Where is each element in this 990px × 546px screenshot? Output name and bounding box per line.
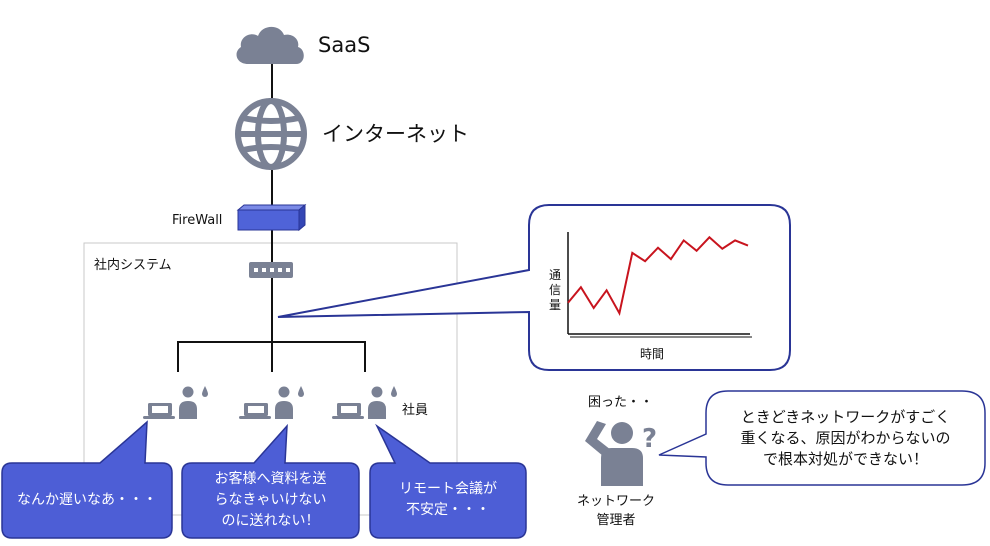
internet-label: インターネット <box>322 122 469 146</box>
switch-icon <box>249 262 293 278</box>
chart-y-label: 通信量 <box>548 268 561 312</box>
speech-bubble-2-text: お客様へ資料を送 らなきゃいけない のに送れない！ <box>214 470 327 529</box>
chart-x-label: 時間 <box>640 347 665 361</box>
admin-name: ネットワーク 管理者 <box>576 494 655 528</box>
admin-caption: 困った・・ <box>588 395 654 410</box>
employee-tree <box>177 341 366 372</box>
speech-bubble-2 <box>181 423 360 539</box>
employee-icon <box>332 386 397 419</box>
chart-series-line <box>567 235 749 317</box>
admin-speech-bubble <box>658 390 986 486</box>
traffic-chart <box>567 232 752 338</box>
globe-icon <box>235 98 307 170</box>
speech-bubble-3-text: リモート会議が 不安定・・・ <box>399 481 497 518</box>
cloud-icon <box>236 26 304 64</box>
saas-label: SaaS <box>318 33 371 57</box>
employees-label: 社員 <box>402 403 429 418</box>
employee-icon <box>143 386 208 419</box>
confused-admin-icon <box>585 421 643 486</box>
speech-bubble-1-text: なんか遅いなあ・・・ <box>17 491 157 508</box>
employee-icon <box>239 386 304 419</box>
speech-bubble-3 <box>369 423 527 539</box>
chart-callout <box>277 204 791 371</box>
speech-bubble-1 <box>1 420 173 539</box>
system-label: 社内システム <box>94 258 172 273</box>
firewall-icon <box>236 203 307 232</box>
admin-speech-text: ときどきネットワークがすごく 重くなる、原因がわからないの で根本対処ができない… <box>740 407 951 468</box>
question-mark-icon: ? <box>642 424 657 454</box>
firewall-label: FireWall <box>172 213 223 228</box>
